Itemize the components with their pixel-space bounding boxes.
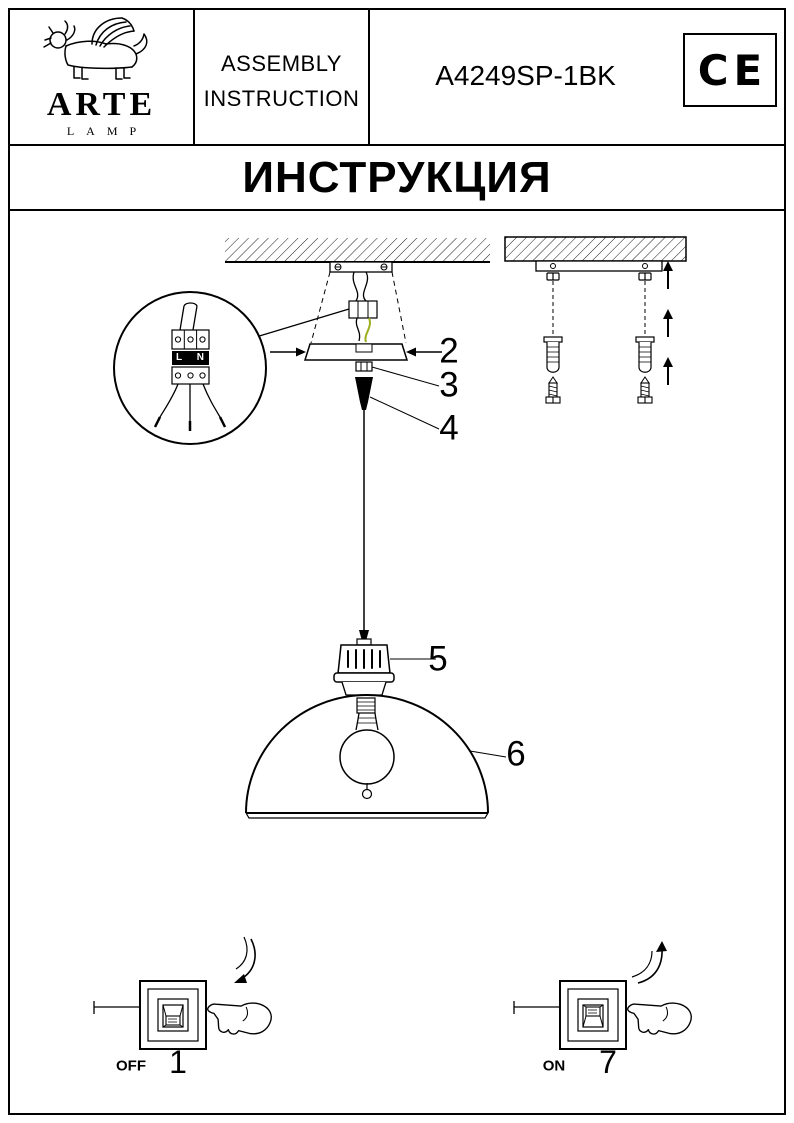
switch-off-label: OFF (116, 1057, 146, 1075)
light-bulb-drawing (339, 729, 395, 785)
bracket-mounting-detail (504, 236, 687, 404)
alignment-dashed-lines (310, 271, 407, 344)
header-cell-divider-1 (193, 10, 195, 144)
terminal-block-label: L N (176, 352, 210, 363)
header-divider-line (8, 144, 786, 146)
header-cell-divider-2 (368, 10, 370, 144)
terminal-label-band (172, 351, 209, 365)
switch-off-illustration (93, 936, 275, 1050)
lamp-shade-drawing (245, 694, 507, 819)
insert-direction-arrows (663, 261, 673, 385)
part-label-socket-cover: 5 (428, 639, 448, 679)
locknut-drawing (355, 361, 440, 387)
page-title: ИНСТРУКЦИЯ (242, 152, 552, 202)
flip-down-arrow (234, 936, 256, 983)
brand-lion-icon (43, 17, 148, 80)
brand-word: LAMP (66, 124, 149, 138)
title-divider-line (8, 209, 786, 211)
switch-on-illustration (513, 941, 695, 1050)
document-type: ASSEMBLY INSTRUCTION (195, 46, 368, 116)
cord-strain-relief (359, 630, 369, 641)
cord-grip-drawing (355, 377, 440, 430)
terminal-block-callout (113, 291, 350, 445)
flip-up-arrow (631, 941, 667, 984)
model-number: A4249SP-1BK (435, 60, 616, 91)
canopy-drawing (270, 343, 442, 361)
ceiling-section-drawing (225, 238, 490, 273)
supply-wires-drawing (348, 271, 378, 343)
ce-mark: CE (683, 33, 777, 107)
step-number-on: 7 (599, 1044, 617, 1080)
socket-cover-drawing (333, 638, 436, 696)
switch-on-label: ON (542, 1057, 566, 1075)
anchor-screw-drawing (545, 376, 653, 404)
document-type-line1: ASSEMBLY (221, 51, 342, 76)
wall-anchor-drawing (543, 336, 655, 373)
brand-name: ARTE (46, 86, 157, 123)
part-label-shade: 6 (506, 734, 526, 774)
document-type-line2: INSTRUCTION (203, 86, 360, 111)
step-number-off: 1 (169, 1044, 187, 1080)
part-label-canopy: 2 (439, 331, 459, 371)
page-border (8, 8, 786, 1115)
pointing-hand-icon (203, 994, 275, 1041)
assembly-diagram (93, 236, 695, 1050)
mounting-screw-head (546, 272, 652, 281)
part-label-cord-grip: 4 (439, 408, 459, 448)
part-label-locknut: 3 (439, 365, 459, 405)
pointing-hand-icon (623, 994, 695, 1041)
